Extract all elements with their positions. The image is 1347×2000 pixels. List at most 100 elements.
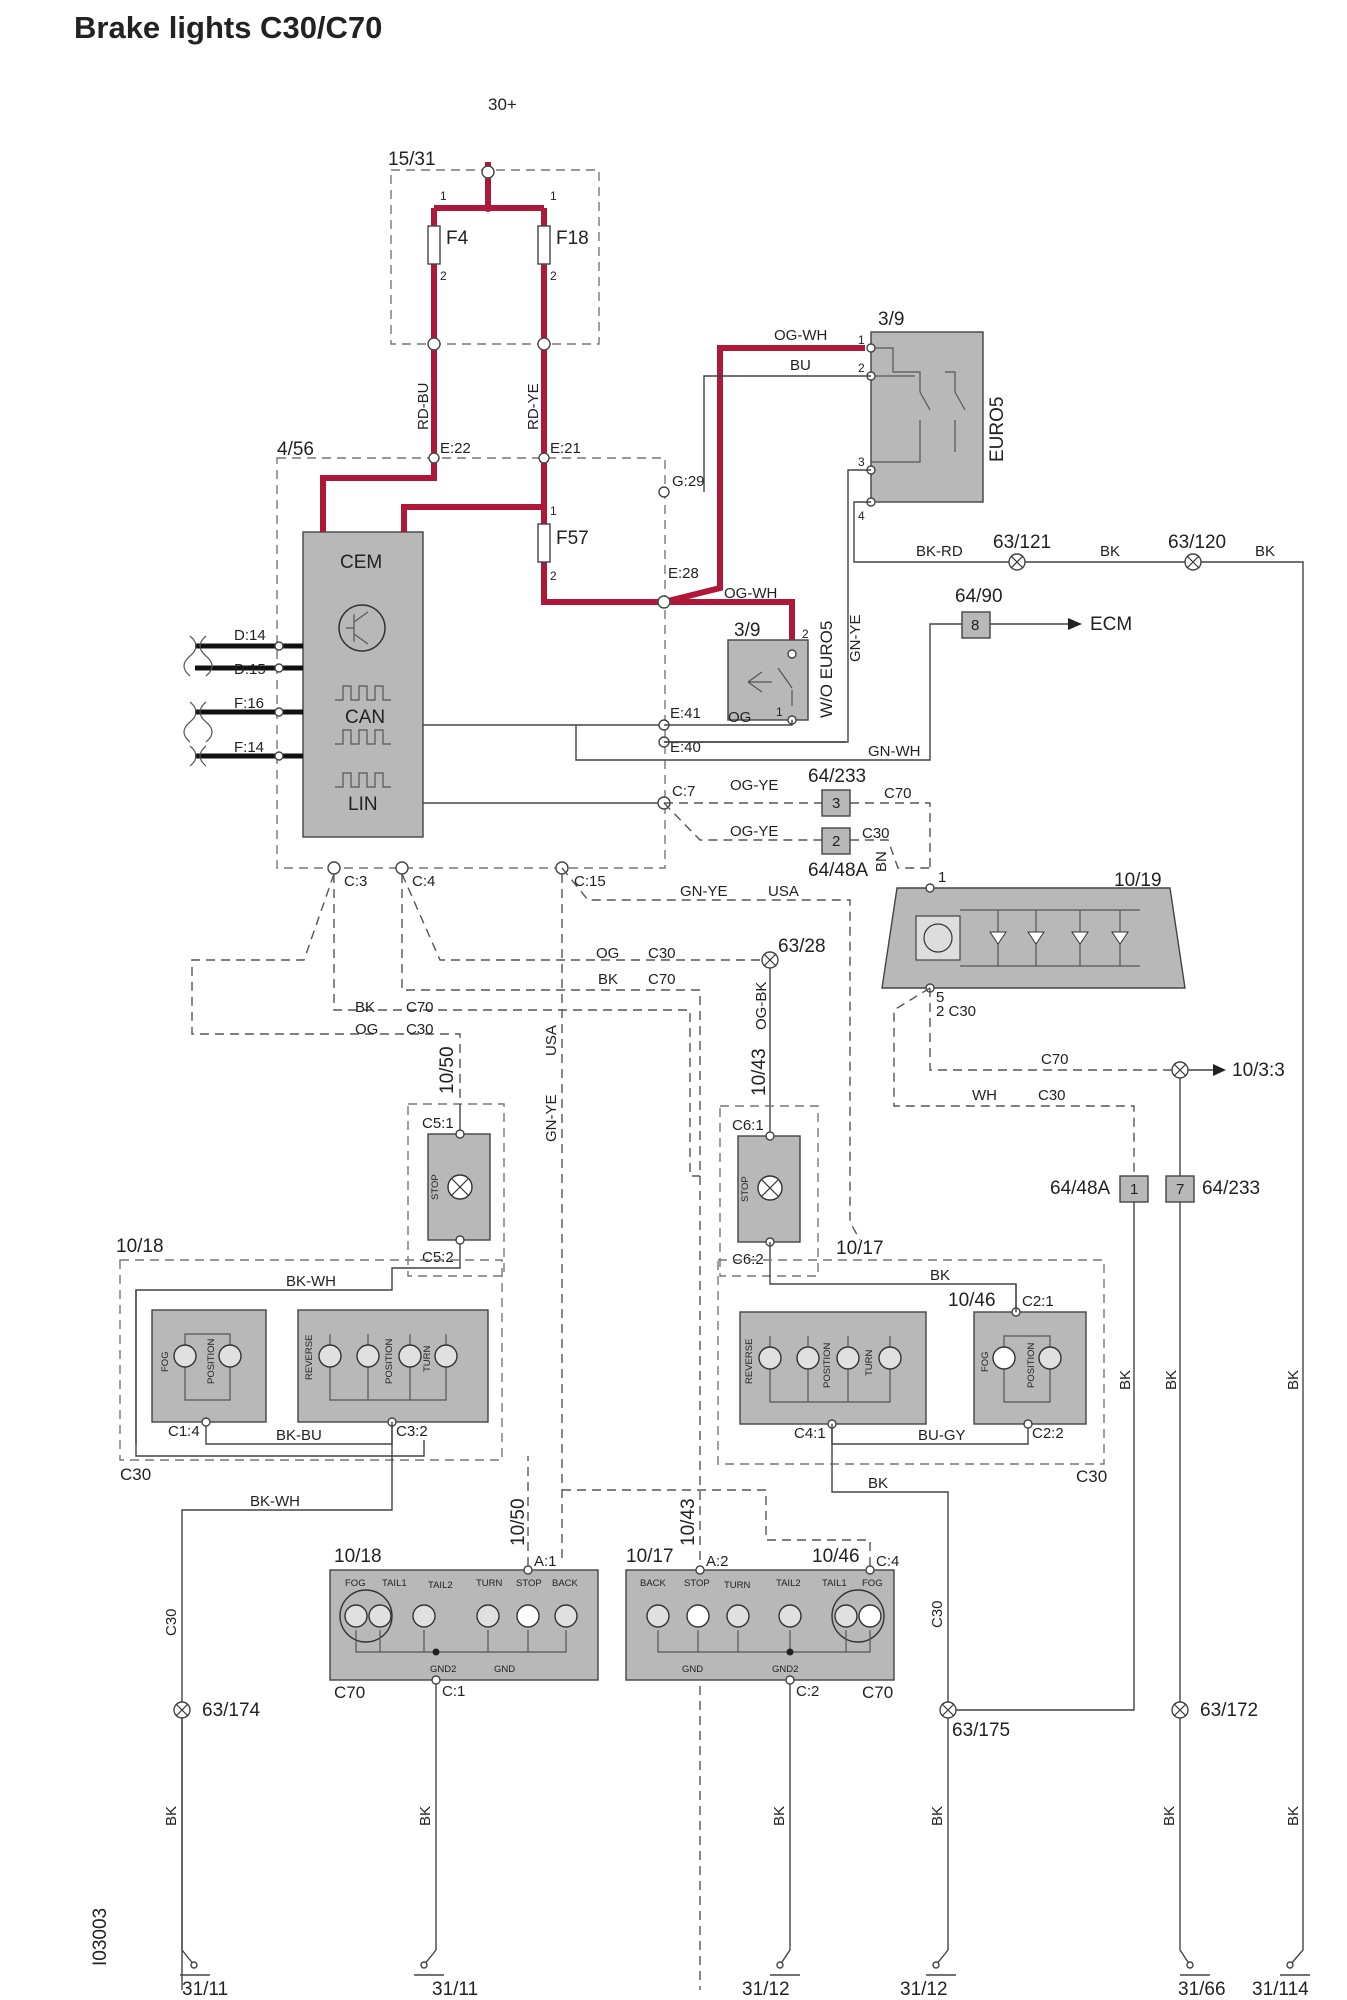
pin-c4-c70-node — [865, 1565, 875, 1575]
c70-left-cluster-id: 10/18 — [334, 1546, 382, 1567]
splice-63-121 — [1008, 553, 1026, 571]
c30-right-cluster-sub-id: 10/46 — [948, 1290, 996, 1311]
pin-c6-1-node — [765, 1131, 775, 1141]
high-mount-pin-1-node — [925, 883, 935, 893]
connector-64-48a-top — [821, 827, 851, 855]
document-id: I03003 — [90, 1908, 111, 1966]
c70-left-gnd2: GND2 — [430, 1664, 456, 1675]
connector-64-48a-bottom-pin: 1 — [1130, 1181, 1138, 1198]
c70-right-fog-housing — [831, 1589, 885, 1643]
fuse-f18-pin-in: 1 — [550, 189, 557, 203]
wire-bk-label-4: BK — [355, 999, 375, 1016]
c30-right-lamp-position-1: POSITION — [822, 1342, 833, 1388]
pin-g29: G:29 — [672, 473, 705, 490]
wire-og-ye-label-2: OG-YE — [730, 823, 778, 840]
c70-right-lamp-back: BACK — [640, 1578, 667, 1589]
pin-e41: E:41 — [670, 705, 701, 722]
pin-e22: E:22 — [440, 440, 471, 457]
c70-left-lamp-stop: STOP — [516, 1578, 542, 1589]
cem-name: CEM — [340, 552, 382, 573]
fuse-box-outline — [390, 169, 600, 345]
c70-right-gnd: GND — [682, 1664, 703, 1675]
brake-switch-euro5 — [870, 331, 984, 503]
pin-a2: A:2 — [706, 1553, 729, 1570]
pin-e21-node — [538, 452, 550, 464]
wire-rd-ye-label: RD-YE — [525, 383, 542, 430]
wire-bu-label: BU — [790, 357, 811, 374]
fuse-f18-label: F18 — [556, 228, 589, 249]
stop-lamp-left-label: STOP — [430, 1174, 441, 1200]
c30-right-lamp-reverse: REVERSE — [744, 1339, 755, 1384]
fuse-f57-pin-out: 2 — [550, 569, 557, 583]
wire-og-ye-c30 — [663, 802, 930, 869]
ground-31-66: 31/66 — [1178, 1979, 1226, 2000]
pin-c5-1-node — [455, 1129, 465, 1139]
c70-right-lamp-tail1: TAIL1 — [822, 1578, 847, 1589]
fuse-f18-pin-out: 2 — [550, 269, 557, 283]
pin-a2-node — [695, 1565, 705, 1575]
c70-left-lamp-back: BACK — [552, 1578, 579, 1589]
wire-bk-label-2: BK — [1255, 543, 1275, 560]
splice-63-172 — [1171, 1701, 1189, 1719]
wire-bk-label-13: BK — [929, 1806, 946, 1826]
c30-left-lamp-fog: FOG — [160, 1351, 171, 1372]
wire-gn-ye-usa — [561, 867, 861, 1241]
wire-og-ye-label-1: OG-YE — [730, 777, 778, 794]
pin-c15: C:15 — [574, 873, 606, 890]
c70-left-lamp-tail1: TAIL1 — [382, 1578, 407, 1589]
c70-right-bulbs — [646, 1604, 882, 1656]
wire-c70-right-fog — [562, 1489, 871, 1566]
c30-left-lamp-position-2: POSITION — [384, 1338, 395, 1384]
wire-og-label-2: OG — [596, 945, 619, 962]
ground-31-12-a: 31/12 — [742, 1979, 790, 2000]
wire-og-switch — [664, 720, 793, 726]
cem-bus-connections — [183, 635, 303, 767]
fuse-f4-pin-in: 1 — [440, 189, 447, 203]
c30-left-lamp-reverse: REVERSE — [304, 1335, 315, 1380]
lin-pulse-icon — [335, 772, 391, 788]
c70-left-lamp-tail2: TAIL2 — [428, 1580, 453, 1591]
connector-64-48a-bottom-id: 64/48A — [1050, 1178, 1111, 1199]
wire-c30-label-4: C30 — [163, 1608, 180, 1636]
wo-euro5-pin-2: 2 — [802, 627, 809, 641]
pin-c6-1: C6:1 — [732, 1117, 764, 1134]
splice-63-174 — [173, 1701, 191, 1719]
cem-lin-label: LIN — [348, 794, 378, 815]
wire-c70-label-3: C70 — [406, 999, 434, 1016]
brake-switch-feed-red — [663, 345, 865, 640]
splice-63-175 — [939, 1701, 957, 1719]
c70-left-fog-housing — [339, 1589, 393, 1643]
brake-switch-euro5-id: 3/9 — [878, 309, 904, 330]
wire-bk-label-6: BK — [868, 1475, 888, 1492]
high-mount-transistor-icon — [923, 923, 953, 953]
wire-bk-wh-label-2: BK-WH — [250, 1493, 300, 1510]
connector-64-48a-top-pin: 2 — [832, 833, 840, 850]
c30-right-fog-position-lamp — [973, 1311, 1087, 1425]
wire-c70-left-ground — [423, 1684, 437, 1966]
supply-node — [481, 165, 495, 179]
high-mount-stop-id: 10/19 — [1114, 870, 1162, 891]
pin-e22-node — [428, 452, 440, 464]
wire-og-c30-left — [191, 873, 461, 1104]
stop-lamp-right-bulb-x — [761, 1179, 779, 1197]
wire-c70-label-hm: C70 — [1041, 1051, 1069, 1068]
wire-gn-wh — [575, 623, 1070, 761]
wire-bk-bu-label: BK-BU — [276, 1427, 322, 1444]
wire-og-wh-label-2: OG-WH — [724, 585, 777, 602]
splice-63-174-label: 63/174 — [202, 1700, 261, 1721]
wire-bk-label-9: BK — [1285, 1370, 1302, 1390]
wire-c30-label-2: C30 — [648, 945, 676, 962]
c70-left-cluster-variant: C70 — [334, 1683, 365, 1702]
wire-bk-label-3: BK — [598, 971, 618, 988]
pin-g29-node — [658, 486, 670, 498]
pin-c4-c70: C:4 — [876, 1553, 899, 1570]
wire-bk-label-12: BK — [771, 1806, 788, 1826]
page-title: Brake lights C30/C70 — [74, 10, 382, 45]
wo-euro5-switch-symbol — [747, 667, 793, 706]
ground-symbols — [180, 1718, 1310, 1976]
wire-bk-label-8: BK — [1163, 1370, 1180, 1390]
euro5-pin-1: 1 — [858, 333, 865, 347]
wire-og-ye-c70 — [664, 802, 931, 872]
c30-left-lamp-turn: TURN — [422, 1345, 433, 1372]
